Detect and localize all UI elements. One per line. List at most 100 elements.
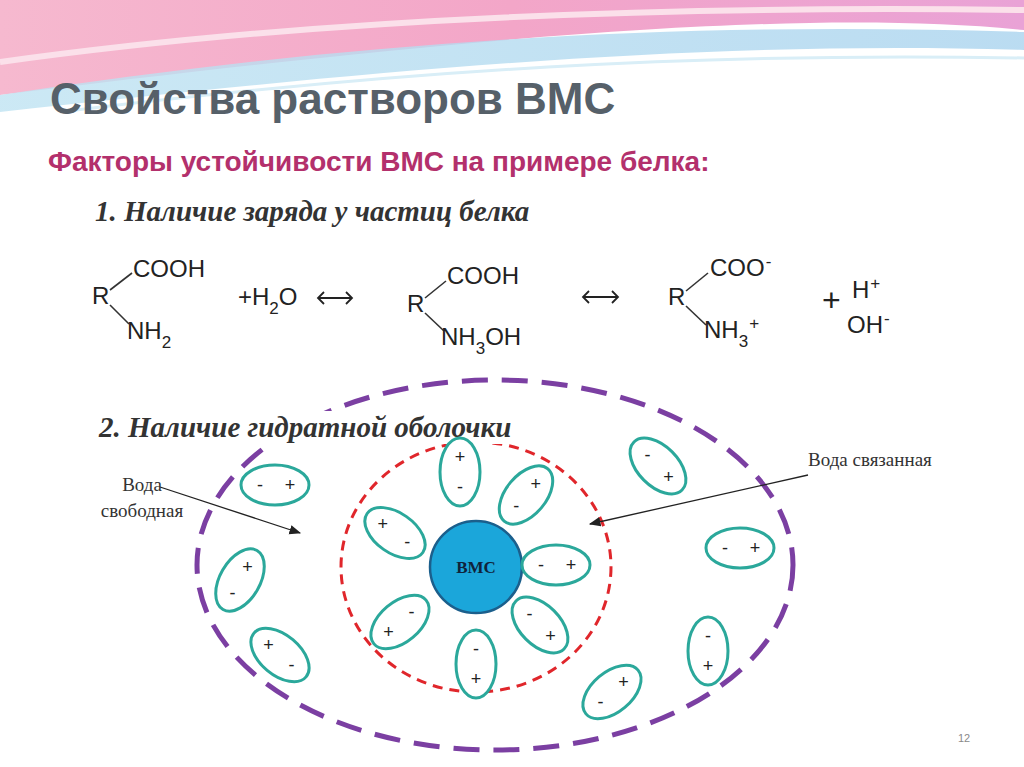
callout-label: Вода связанная [808, 447, 940, 473]
node-shape [574, 654, 650, 730]
node-shape [518, 527, 594, 603]
formula-text: NH [441, 323, 476, 350]
dipole-charge: - [404, 533, 410, 551]
water-dipole: -+ [438, 626, 514, 702]
dipole-ellipse [522, 545, 590, 585]
dipole-charge: + [618, 673, 629, 691]
formula: NH3+ [704, 318, 759, 342]
subscript: 3 [739, 332, 748, 351]
water-dipole: +- [362, 584, 438, 660]
node-shape [202, 542, 278, 618]
water-dipole: -+ [518, 527, 594, 603]
dipole-charge: - [457, 478, 463, 496]
formula-text: OH [847, 311, 883, 338]
formula: + [822, 284, 841, 316]
node-shape [702, 510, 778, 586]
dipole-charge: - [598, 693, 604, 711]
water-dipole: -+ [237, 447, 313, 523]
node-shape [502, 587, 578, 663]
dipole-charge: + [530, 475, 541, 493]
formula-text: R [668, 283, 685, 310]
formula-text: R [407, 290, 424, 317]
water-dipole: +- [242, 617, 318, 693]
dipole-charge: - [705, 627, 711, 645]
formula-text: OH [485, 323, 521, 350]
dipole-charge: - [473, 640, 479, 658]
dipole-ellipse [357, 497, 433, 569]
formula-text: COOH [447, 262, 519, 289]
dipole-ellipse [574, 655, 650, 729]
node-shape [242, 617, 318, 693]
dipole-charge: + [703, 657, 714, 675]
formula-text: H [852, 276, 869, 303]
water-dipole: -+ [702, 510, 778, 586]
dipole-charge: + [663, 468, 674, 486]
dipole-charge: + [263, 636, 274, 654]
superscript: - [766, 252, 772, 271]
subscript: 3 [476, 339, 485, 358]
callout-label: Вода свободная [86, 472, 198, 523]
formula: COO- [710, 256, 771, 280]
dipole-charge: + [455, 448, 466, 466]
dipole-charge: - [288, 656, 294, 674]
dipole-charge: - [408, 603, 414, 621]
water-dipole: -+ [502, 587, 578, 663]
dipole-ellipse [502, 587, 578, 663]
dipole-charge: + [471, 670, 482, 688]
water-dipole: +- [202, 542, 278, 618]
formula: COOH [133, 257, 205, 281]
dipole-charge: + [383, 623, 394, 641]
formula-text: COO [710, 254, 765, 281]
dipole-charge: - [538, 556, 544, 574]
section-heading: 1. Наличие заряда у частиц белка [95, 195, 529, 228]
dipole-ellipse [688, 617, 728, 685]
dipole-charge: - [722, 539, 728, 557]
node-shape [488, 457, 564, 533]
node-shape [670, 613, 746, 689]
page-number: 12 [958, 732, 970, 744]
formula: NH2 [127, 319, 171, 343]
slide-title: Свойства растворов ВМС [50, 74, 615, 124]
node-label: ВМС [456, 559, 496, 576]
formula: NH3OH [441, 325, 521, 349]
dipole-ellipse [242, 618, 318, 692]
dipole-charge: - [513, 497, 519, 515]
dipole-charge: + [377, 515, 388, 533]
formula-text: NH [127, 317, 162, 344]
node-shape [237, 447, 313, 523]
dipole-charge: + [566, 556, 577, 574]
dipole-charge: + [242, 558, 253, 576]
formula-text: COOH [133, 255, 205, 282]
subtitle: Факторы устойчивости ВМС на примере белк… [48, 146, 710, 178]
formula: OH- [847, 313, 890, 337]
node-shape [422, 434, 498, 510]
formula: R [92, 284, 109, 308]
dipole-ellipse [206, 542, 275, 618]
dipole-charge: - [526, 605, 532, 623]
dipole-ellipse [362, 585, 438, 659]
formula-text: +H [238, 283, 269, 310]
superscript: + [749, 314, 759, 333]
dipole-ellipse [489, 457, 563, 533]
superscript: + [870, 274, 880, 293]
dipole-charge: - [644, 446, 650, 464]
formula: R [407, 292, 424, 316]
formula-text: O [279, 283, 298, 310]
dipole-charge: + [285, 476, 296, 494]
dipole-charge: - [230, 584, 236, 602]
dipole-charge: - [257, 476, 263, 494]
dipole-ellipse [241, 465, 309, 505]
formula-text: R [92, 282, 109, 309]
leader-arrow [590, 475, 808, 524]
water-dipole: +- [357, 495, 433, 571]
node-shape [357, 495, 433, 571]
subscript: 2 [162, 333, 171, 352]
polymer-circle-shape [430, 521, 522, 613]
formula: R [668, 285, 685, 309]
formula: H+ [852, 278, 880, 302]
top-swoosh [0, 9, 1024, 62]
dipole-ellipse [456, 630, 496, 698]
dipole-charge: + [545, 627, 556, 645]
water-dipole: +- [422, 434, 498, 510]
